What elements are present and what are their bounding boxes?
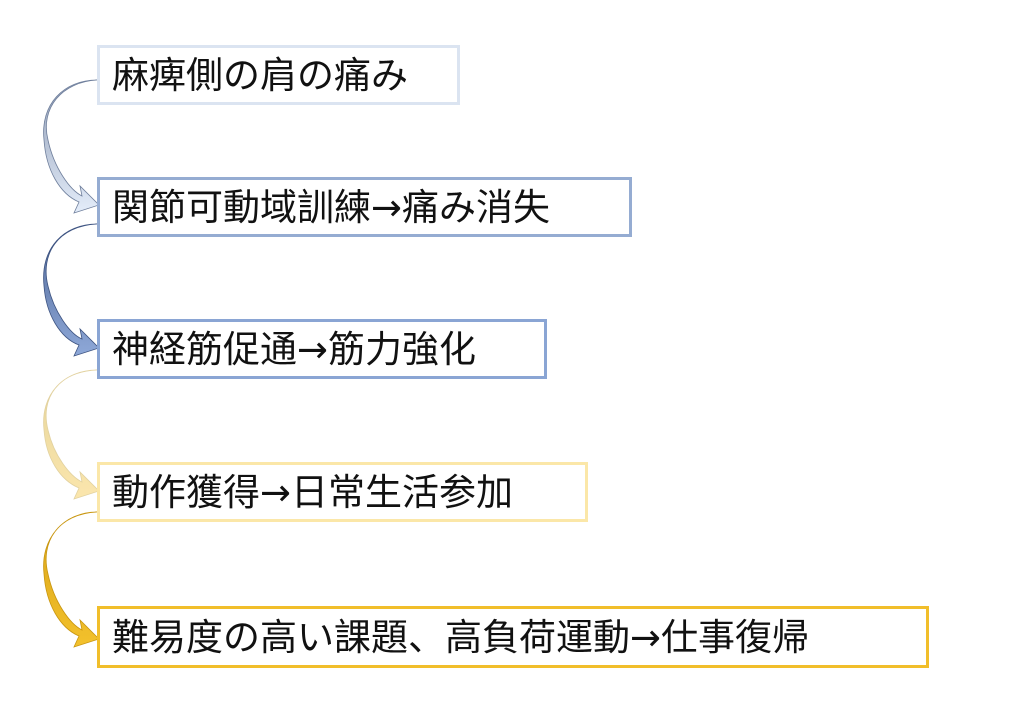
curved-arrow-4-5 <box>43 511 100 648</box>
step-label: 難易度の高い課題、高負荷運動→仕事復帰 <box>112 615 810 659</box>
step-label: 動作獲得→日常生活参加 <box>112 470 514 514</box>
step-box-daily-living: 動作獲得→日常生活参加 <box>97 462 588 522</box>
step-label: 関節可動域訓練→痛み消失 <box>112 185 551 229</box>
step-box-range-of-motion: 関節可動域訓練→痛み消失 <box>97 177 632 237</box>
step-label: 神経筋促通→筋力強化 <box>112 327 477 371</box>
curved-arrow-3-4 <box>43 369 100 500</box>
step-box-neuromuscular: 神経筋促通→筋力強化 <box>97 319 547 379</box>
step-box-return-to-work: 難易度の高い課題、高負荷運動→仕事復帰 <box>97 606 929 668</box>
step-label: 麻痺側の肩の痛み <box>112 53 408 97</box>
curved-arrow-1-2 <box>43 79 100 214</box>
step-box-shoulder-pain: 麻痺側の肩の痛み <box>97 45 460 105</box>
curved-arrow-2-3 <box>43 223 100 357</box>
